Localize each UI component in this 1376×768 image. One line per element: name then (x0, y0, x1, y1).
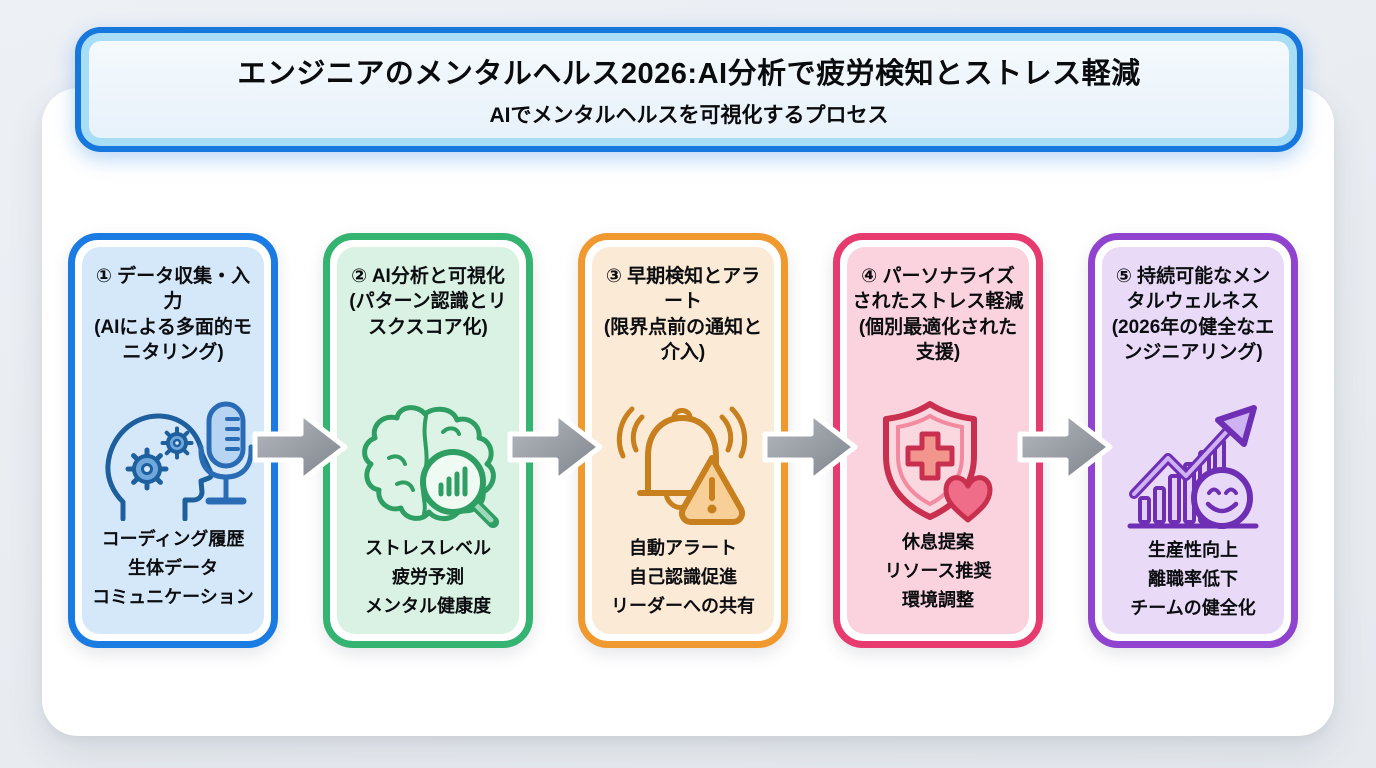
shield-heart-icon (868, 396, 1008, 528)
step-subtitle: (AIによる多面的モニタリング) (94, 316, 252, 363)
step-item: 自動アラート (629, 538, 737, 558)
step-title: ③ 早期検知とアラート (605, 266, 761, 313)
process-flow: ① データ収集・入力 (AIによる多面的モニタリング) (68, 233, 1298, 648)
flow-arrow-icon (1017, 410, 1113, 484)
step-item: ストレスレベル (365, 538, 491, 558)
step-card-1: ① データ収集・入力 (AIによる多面的モニタリング) (68, 233, 278, 648)
step-1-heading: ① データ収集・入力 (AIによる多面的モニタリング) (87, 264, 259, 396)
step-items: 自動アラート 自己認識促進 リーダーへの共有 (611, 534, 755, 621)
step-items: 生産性向上 離職率低下 チームの健全化 (1130, 536, 1255, 623)
step-card-2-body: ② AI分析と可視化 (パターン認識とリスクスコア化) (337, 247, 519, 634)
step-card-5: ⑤ 持続可能なメンタルウェルネス (2026年の健全なエンジニアリング) (1088, 233, 1298, 648)
step-3-heading: ③ 早期検知とアラート (限界点前の通知と介入) (597, 264, 769, 396)
step-item: 自己認識促進 (629, 567, 737, 588)
head-gears-microphone-icon (89, 396, 257, 525)
step-title: ② AI分析と可視化 (351, 266, 505, 287)
step-items: ストレスレベル 疲労予測 メンタル健康度 (365, 534, 491, 621)
step-card-5-body: ⑤ 持続可能なメンタルウェルネス (2026年の健全なエンジニアリング) (1102, 247, 1284, 634)
step-title: ④ パーソナライズされたストレス軽減 (852, 266, 1024, 313)
step-subtitle: (限界点前の通知と介入) (603, 316, 763, 363)
step-5-heading: ⑤ 持続可能なメンタルウェルネス (2026年の健全なエンジニアリング) (1107, 264, 1279, 396)
step-subtitle: (2026年の健全なエンジニアリング) (1111, 316, 1275, 363)
step-item: リーダーへの共有 (611, 596, 755, 617)
step-items: 休息提案 リソース推奨 環境調整 (884, 528, 991, 615)
bar-chart-icon (438, 466, 468, 497)
medical-cross-icon (905, 431, 955, 481)
step-item: コーディング履歴 (101, 528, 245, 549)
step-item: 疲労予測 (392, 567, 464, 588)
step-card-4-body: ④ パーソナライズされたストレス軽減 (個別最適化された支援) 休息提案 リソー… (847, 247, 1029, 634)
warning-triangle-icon (679, 455, 745, 525)
step-item: 環境調整 (901, 590, 974, 611)
step-item: 生産性向上 (1148, 540, 1238, 560)
title-banner: エンジニアのメンタルヘルス2026:AI分析で疲労検知とストレス軽減 AIでメン… (75, 27, 1303, 152)
heart-icon (943, 475, 993, 523)
step-card-3-body: ③ 早期検知とアラート (限界点前の通知と介入) (592, 247, 774, 634)
step-item: 離職率低下 (1148, 569, 1238, 590)
main-title: エンジニアのメンタルヘルス2026:AI分析で疲労検知とストレス軽減 (237, 58, 1141, 90)
step-title: ⑤ 持続可能なメンタルウェルネス (1115, 266, 1271, 313)
step-card-3: ③ 早期検知とアラート (限界点前の通知と介入) (578, 233, 788, 648)
step-subtitle: (パターン認識とリスクスコア化) (349, 291, 507, 338)
step-card-4: ④ パーソナライズされたストレス軽減 (個別最適化された支援) 休息提案 リソー… (833, 233, 1043, 648)
growth-chart-smiley-icon (1118, 396, 1268, 536)
brain-magnifier-icon (353, 396, 503, 534)
main-subtitle: AIでメンタルヘルスを可視化するプロセス (489, 104, 889, 127)
step-item: チームの健全化 (1130, 598, 1256, 619)
step-items: コーディング履歴 生体データ コミュニケーション (92, 525, 254, 612)
microphone-icon (198, 401, 254, 505)
alert-bell-icon (608, 396, 758, 534)
step-card-2: ② AI分析と可視化 (パターン認識とリスクスコア化) (323, 233, 533, 648)
step-item: リソース推奨 (884, 561, 992, 582)
step-item: メンタル健康度 (365, 596, 491, 617)
step-2-heading: ② AI分析と可視化 (パターン認識とリスクスコア化) (342, 264, 514, 396)
step-item: 休息提案 (901, 532, 974, 552)
step-subtitle: (個別最適化された支援) (858, 316, 1018, 363)
step-card-1-body: ① データ収集・入力 (AIによる多面的モニタリング) (82, 247, 264, 634)
magnifier-icon (420, 449, 499, 528)
flow-arrow-icon (507, 410, 603, 484)
step-title: ① データ収集・入力 (95, 266, 251, 313)
step-item: 生体データ (127, 557, 218, 578)
step-4-heading: ④ パーソナライズされたストレス軽減 (個別最適化された支援) (852, 264, 1024, 396)
step-item: コミュニケーション (92, 586, 254, 607)
sound-waves-icon (616, 406, 748, 459)
smiley-icon (1191, 467, 1253, 529)
flow-arrow-icon (762, 410, 858, 484)
flow-arrow-icon (252, 410, 348, 484)
